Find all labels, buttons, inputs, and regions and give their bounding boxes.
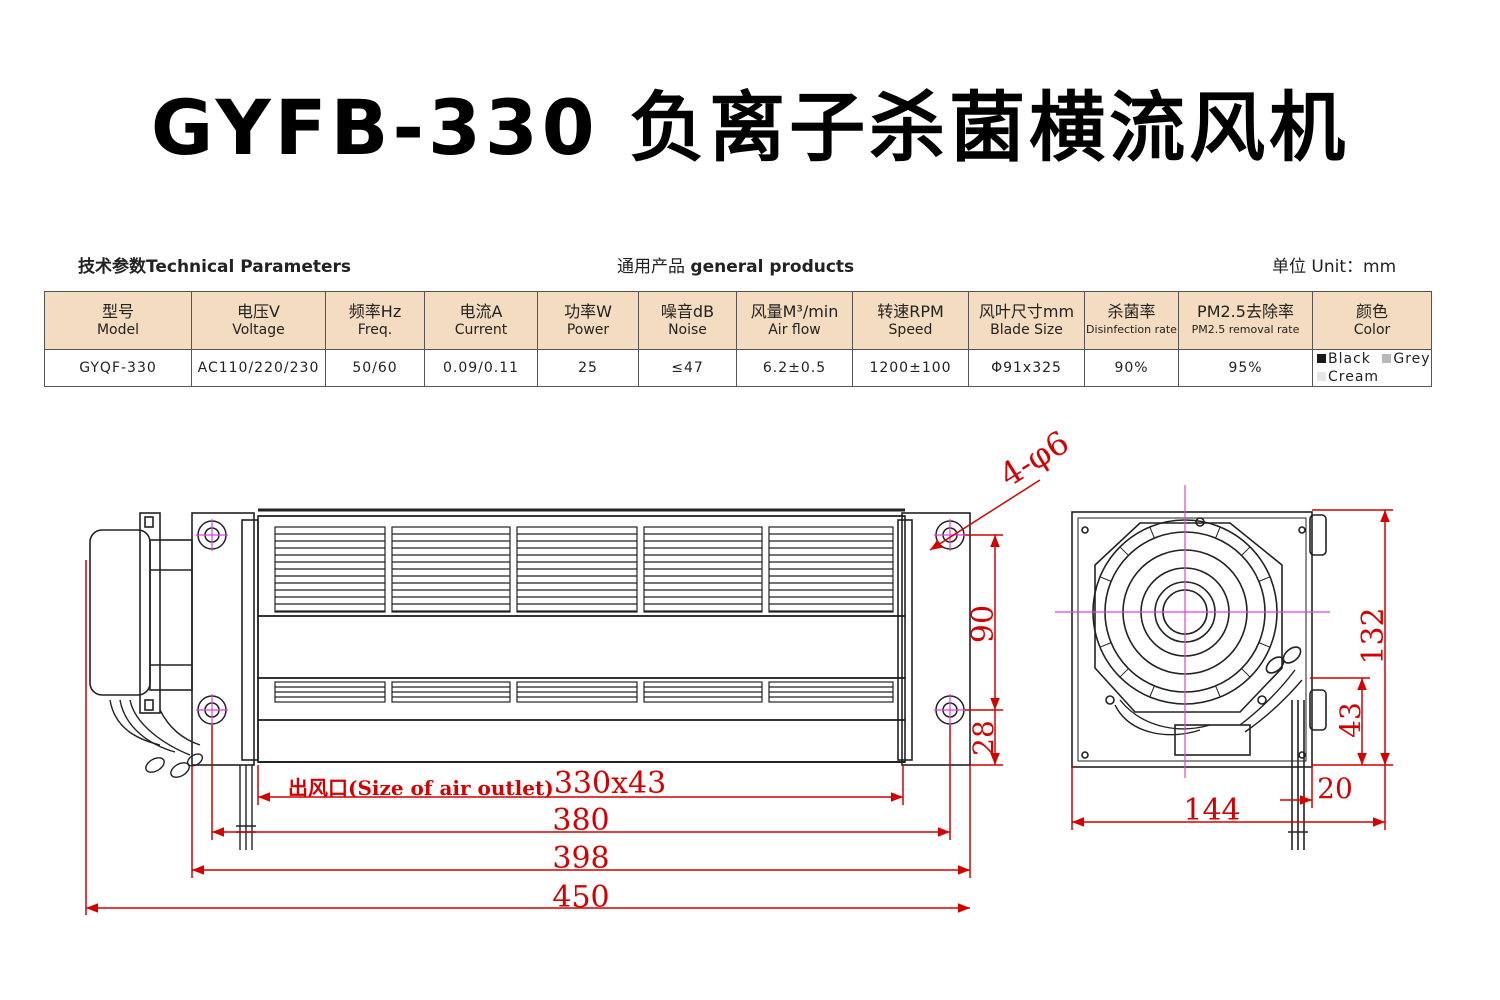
cell-current: 0.09/0.11 xyxy=(424,349,538,387)
col-airflow-en: Air flow xyxy=(768,321,821,338)
col-model-cn: 型号 xyxy=(101,301,134,321)
cell-disinfection: 90% xyxy=(1084,349,1179,387)
col-power-cn: 功率W xyxy=(564,301,612,321)
outlet-label: 出风口(Size of air outlet) xyxy=(288,776,554,800)
main-body xyxy=(257,508,906,763)
side-dimensions xyxy=(1071,509,1393,830)
color-black: Black xyxy=(1328,351,1371,367)
general-products-en: general products xyxy=(690,257,855,277)
cell-voltage: AC110/220/230 xyxy=(191,349,326,387)
side-frame xyxy=(1071,511,1313,768)
dim-132: 132 xyxy=(1356,607,1391,664)
col-airflow-cn: 风量M³/min xyxy=(750,301,839,321)
unit-label: 单位 Unit：mm xyxy=(1272,252,1396,277)
col-disinfection-cn: 杀菌率 xyxy=(1107,301,1156,321)
col-noise-en: Noise xyxy=(668,321,707,338)
page-title: GYFB-330 负离子杀菌横流风机 xyxy=(150,83,1350,172)
front-view xyxy=(89,508,971,850)
cell-colors: Black Grey Cream xyxy=(1312,349,1432,387)
unit-en: Unit：mm xyxy=(1311,257,1397,277)
col-freq-en: Freq. xyxy=(357,321,393,338)
dim-450: 450 xyxy=(552,880,609,915)
col-power-en: Power xyxy=(566,321,610,338)
motor-wires xyxy=(109,699,204,778)
right-end-plate xyxy=(897,512,971,766)
general-products-cn: 通用产品 xyxy=(617,257,685,277)
cell-power: 25 xyxy=(537,349,639,387)
col-voltage-en: Voltage xyxy=(232,321,285,338)
dim-380: 380 xyxy=(552,803,609,838)
power-leads xyxy=(236,765,256,850)
cell-speed: 1200±100 xyxy=(852,349,969,387)
dim-398: 398 xyxy=(552,841,609,876)
col-freq-cn: 频率Hz xyxy=(348,301,402,321)
col-pm25-en: PM2.5 removal rate xyxy=(1191,322,1300,336)
mounting-holes xyxy=(197,520,965,725)
motor-outline xyxy=(1094,522,1283,713)
general-products-heading: 通用产品 general products xyxy=(617,252,854,277)
tech-params-heading: 技术参数Technical Parameters xyxy=(78,252,351,277)
left-end-plate xyxy=(191,512,259,766)
col-current-en: Current xyxy=(454,321,508,338)
cell-blade-size: Φ91x325 xyxy=(968,349,1085,387)
motor-housing xyxy=(89,512,193,714)
col-voltage-cn: 电压V xyxy=(237,301,280,321)
bottom-grille xyxy=(274,681,894,703)
col-disinfection-en: Disinfection rate xyxy=(1086,322,1177,336)
cell-freq: 50/60 xyxy=(325,349,425,387)
unit-cn: 单位 xyxy=(1272,257,1306,277)
col-current-cn: 电流A xyxy=(459,301,503,321)
col-model-en: Model xyxy=(96,321,140,338)
col-speed-en: Speed xyxy=(888,321,933,338)
cell-model: GYQF-330 xyxy=(44,349,192,387)
col-blade-size-en: Blade Size xyxy=(990,321,1063,338)
col-color-cn: 颜色 xyxy=(1355,301,1388,321)
col-color-en: Color xyxy=(1353,321,1391,338)
cell-noise: ≤47 xyxy=(638,349,737,387)
dim-outlet-size: 330x43 xyxy=(554,766,666,801)
table-row: GYQF-330 AC110/220/230 50/60 0.09/0.11 2… xyxy=(44,349,1432,387)
black-swatch xyxy=(1317,354,1326,363)
color-grey: Grey xyxy=(1393,351,1431,367)
dim-20: 20 xyxy=(1317,772,1353,805)
dim-144: 144 xyxy=(1183,793,1240,828)
col-blade-size-cn: 风叶尺寸mm xyxy=(978,301,1075,321)
grey-swatch xyxy=(1382,354,1392,363)
dim-90: 90 xyxy=(966,605,1001,643)
col-speed-cn: 转速RPM xyxy=(877,301,944,321)
col-noise-cn: 噪音dB xyxy=(660,301,715,321)
front-dimensions xyxy=(85,479,1041,915)
tech-params-cn: 技术参数 xyxy=(78,257,146,277)
color-cream: Cream xyxy=(1328,369,1380,385)
cream-swatch xyxy=(1317,372,1326,381)
col-pm25-cn: PM2.5去除率 xyxy=(1197,301,1294,321)
cell-pm25: 95% xyxy=(1178,349,1313,387)
front-centerlines xyxy=(196,519,966,726)
dim-28: 28 xyxy=(967,720,1000,756)
dim-43: 43 xyxy=(1334,702,1367,738)
tech-params-en: Technical Parameters xyxy=(146,257,352,277)
side-centerlines xyxy=(1055,485,1330,778)
top-grille xyxy=(274,526,894,613)
